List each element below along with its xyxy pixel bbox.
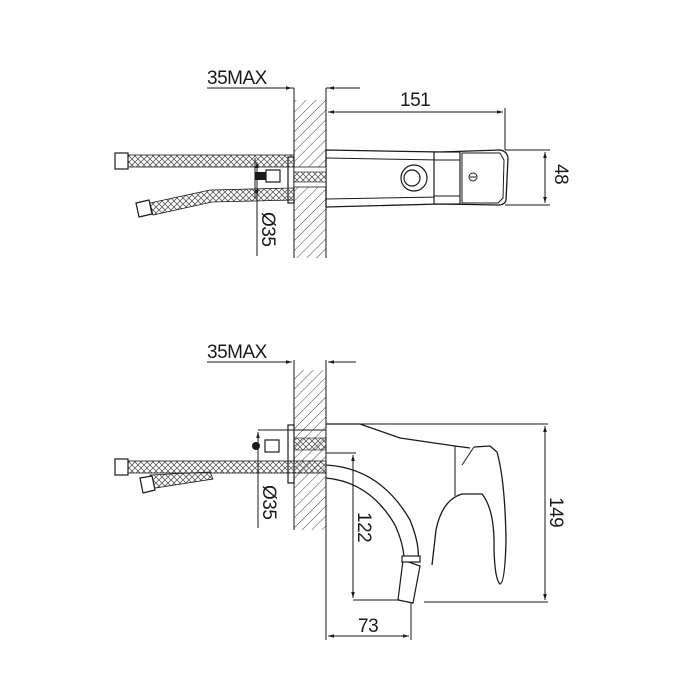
- dimension-dia35-side: Ø35: [256, 432, 279, 528]
- wall-flange-side: [287, 424, 295, 484]
- hose-nut-2: [135, 199, 153, 218]
- dimension-149: 149: [326, 423, 566, 603]
- faucet-body-top: [325, 149, 509, 208]
- dimension-73: 73: [328, 603, 412, 640]
- hose-nut-1: [114, 152, 129, 170]
- top-view: 35MAX 151 48: [114, 68, 571, 258]
- label-dia35-side: Ø35: [258, 485, 279, 519]
- supply-hoses-top: [114, 152, 295, 218]
- supply-hoses-side: [114, 424, 327, 494]
- label-35max-side: 35MAX: [207, 342, 268, 363]
- dimension-151: 151: [328, 90, 506, 150]
- dimension-35max-side: 35MAX: [207, 342, 356, 364]
- aerator: [397, 559, 421, 604]
- cap-screw-icon: [468, 172, 478, 182]
- dimension-35max-top: 35MAX: [207, 68, 360, 90]
- hose-nut-3: [114, 458, 129, 476]
- label-151: 151: [400, 90, 430, 111]
- dimension-122: 122: [326, 452, 400, 601]
- hose-nut-4: [139, 475, 156, 494]
- label-73: 73: [358, 616, 378, 637]
- label-dia35-top: Ø35: [257, 212, 278, 246]
- dimension-dia35-top: Ø35: [255, 162, 278, 256]
- label-35max-top: 35MAX: [207, 68, 268, 89]
- label-48: 48: [550, 164, 571, 184]
- label-149: 149: [545, 497, 566, 527]
- label-122: 122: [353, 512, 374, 542]
- dimension-48: 48: [505, 149, 571, 206]
- side-view: 35MAX: [114, 342, 566, 640]
